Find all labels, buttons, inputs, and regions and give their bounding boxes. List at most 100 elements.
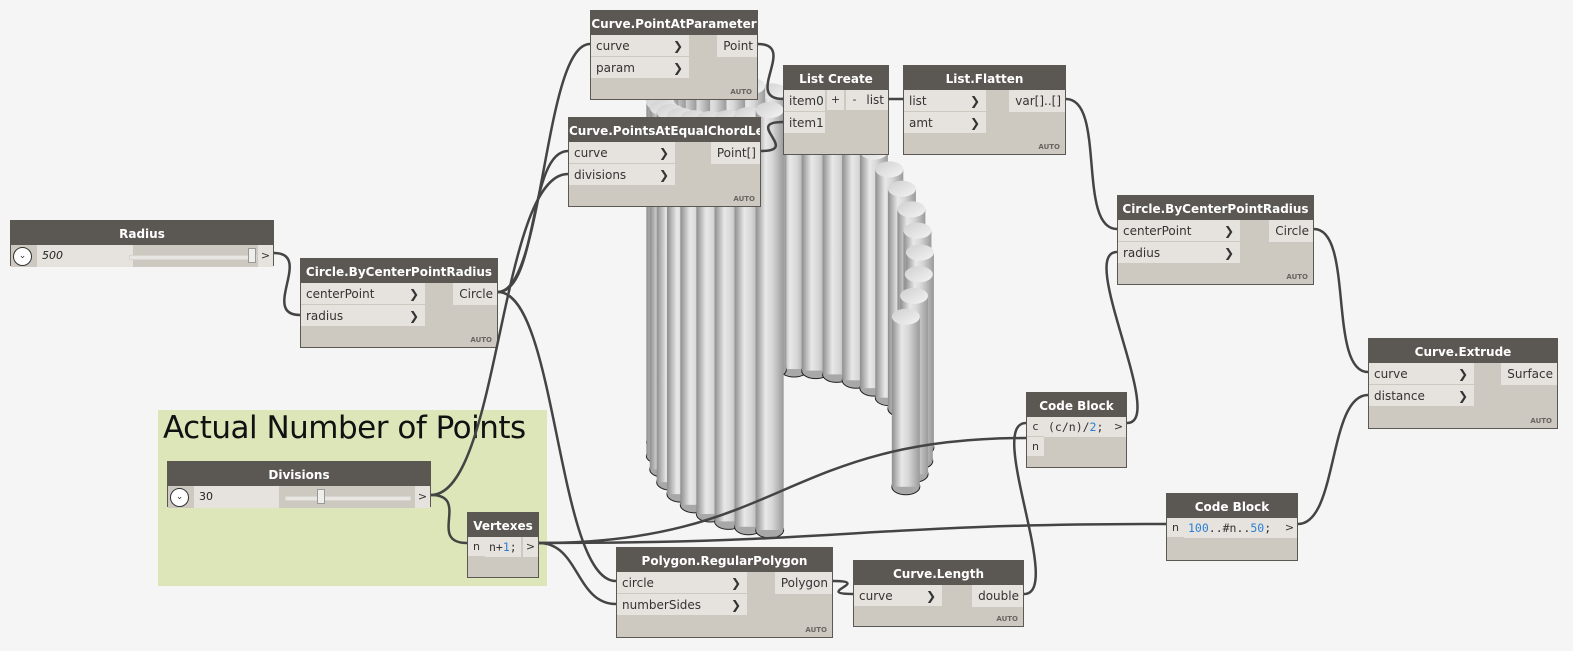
port-label: curve	[596, 39, 630, 53]
lacing-label: AUTO	[1286, 273, 1308, 281]
list-create-node[interactable]: List Create item0 item1 + - list	[783, 65, 889, 155]
slider-value[interactable]: 500	[37, 245, 133, 267]
node-title: Polygon.RegularPolygon	[617, 548, 832, 572]
code-block-radius-node[interactable]: Code Block c n (c/n)/2; >	[1026, 392, 1127, 468]
port-label: radius	[1123, 246, 1161, 260]
slider-track[interactable]	[285, 496, 411, 501]
node-title: Divisions	[168, 462, 430, 486]
chevron-down-icon[interactable]: ⌄	[170, 488, 189, 507]
code-number: 2	[1089, 420, 1097, 434]
port-label: divisions	[574, 168, 627, 182]
chevron-right-icon: ❯	[730, 576, 741, 590]
list-flatten-node[interactable]: List.Flatten list❯ amt❯ var[]..[] AUTO	[903, 65, 1066, 155]
output-port-surface[interactable]: Surface	[1501, 363, 1557, 385]
input-port-circle[interactable]: circle❯	[617, 572, 747, 594]
add-input-button[interactable]: +	[827, 90, 844, 110]
input-port-param[interactable]: param❯	[591, 57, 689, 79]
output-port[interactable]: >	[415, 486, 430, 508]
lacing-label: AUTO	[470, 336, 492, 344]
output-port-points[interactable]: Point[]	[710, 142, 760, 164]
code-token: ;	[509, 540, 517, 554]
chevron-right-icon: ❯	[658, 146, 669, 160]
output-port-var[interactable]: var[]..[]	[1009, 90, 1065, 112]
curve-length-node[interactable]: Curve.Length curve ❯ double AUTO	[853, 560, 1024, 627]
code-editor[interactable]: (c/n)/2;	[1044, 417, 1111, 437]
slider-thumb[interactable]	[317, 489, 325, 504]
curve-points-at-equal-chord-length-node[interactable]: Curve.PointsAtEqualChordLength curve❯ di…	[568, 117, 761, 207]
chevron-right-icon: ❯	[672, 39, 683, 53]
output-port[interactable]: >	[523, 537, 538, 557]
port-label: centerPoint	[1123, 224, 1192, 238]
output-port-list[interactable]: list	[860, 90, 888, 110]
input-port-radius[interactable]: radius❯	[301, 305, 425, 327]
slider-track[interactable]	[129, 255, 257, 260]
input-port-amt[interactable]: amt❯	[904, 112, 986, 134]
output-port-circle[interactable]: Circle	[453, 283, 497, 305]
output-port-double[interactable]: double	[972, 585, 1023, 607]
output-port[interactable]: >	[258, 245, 273, 267]
code-token: (c/n)/	[1048, 420, 1090, 434]
chevron-right-icon: ❯	[969, 94, 980, 108]
input-port-item1[interactable]: item1	[784, 112, 825, 134]
radius-slider-node[interactable]: Radius ⌄ 500 >	[10, 220, 274, 267]
circle-by-center-point-radius-node-2[interactable]: Circle.ByCenterPointRadius centerPoint❯ …	[1117, 195, 1314, 285]
node-title: List Create	[784, 66, 888, 90]
code-editor[interactable]: 100..#n..50;	[1184, 518, 1283, 538]
node-title: Radius	[11, 221, 273, 245]
lacing-label: AUTO	[805, 626, 827, 634]
lacing-label: AUTO	[996, 615, 1018, 623]
chevron-right-icon: ❯	[925, 589, 936, 603]
code-token: ;	[1264, 521, 1272, 535]
output-port-circle[interactable]: Circle	[1269, 220, 1313, 242]
input-port-n[interactable]: n	[1027, 437, 1044, 457]
output-port-polygon[interactable]: Polygon	[774, 572, 832, 594]
chevron-down-icon[interactable]: ⌄	[13, 247, 32, 266]
code-token: n+	[489, 540, 503, 554]
lacing-label: AUTO	[1038, 143, 1060, 151]
input-port-n[interactable]: n	[468, 537, 485, 557]
input-port-list[interactable]: list ❯	[904, 90, 986, 112]
input-port-numbersides[interactable]: numberSides❯	[617, 594, 747, 616]
input-port-n[interactable]: n	[1167, 518, 1184, 538]
input-port-divisions[interactable]: divisions ❯	[569, 164, 675, 186]
slider-value[interactable]: 30	[194, 486, 279, 508]
circle-by-center-point-radius-node[interactable]: Circle.ByCenterPointRadius centerPoint❯ …	[300, 258, 498, 348]
code-number: 100	[1188, 521, 1209, 535]
curve-point-at-parameter-node[interactable]: Curve.PointAtParameter curve❯ param❯ Poi…	[590, 10, 758, 100]
output-port-point[interactable]: Point	[717, 35, 757, 57]
input-port-centerpoint[interactable]: centerPoint❯	[1118, 220, 1240, 242]
polygon-regular-polygon-node[interactable]: Polygon.RegularPolygon circle❯ numberSid…	[616, 547, 833, 638]
divisions-slider-node[interactable]: Divisions ⌄ 30 >	[167, 461, 431, 508]
port-label: curve	[1374, 367, 1408, 381]
vertexes-code-block-node[interactable]: Vertexes n n+1; >	[467, 512, 539, 578]
port-label: radius	[306, 309, 344, 323]
input-port-item0[interactable]: item0	[784, 90, 825, 112]
input-port-c[interactable]: c	[1027, 417, 1044, 437]
chevron-right-icon: ❯	[1223, 246, 1234, 260]
slider-thumb[interactable]	[248, 248, 256, 263]
input-port-curve[interactable]: curve❯	[1369, 363, 1474, 385]
code-editor[interactable]: n+1;	[485, 537, 521, 557]
cylinder	[891, 308, 921, 496]
input-port-curve[interactable]: curve ❯	[854, 585, 942, 607]
output-port[interactable]: >	[1282, 518, 1297, 538]
input-port-radius[interactable]: radius ❯	[1118, 242, 1240, 264]
code-block-distance-node[interactable]: Code Block n 100..#n..50; >	[1166, 493, 1298, 561]
port-label: list	[909, 94, 927, 108]
port-label: numberSides	[622, 598, 702, 612]
input-port-centerpoint[interactable]: centerPoint❯	[301, 283, 425, 305]
remove-input-button[interactable]: -	[846, 90, 863, 110]
output-port[interactable]: >	[1111, 417, 1126, 437]
lacing-label: AUTO	[1530, 417, 1552, 425]
code-token: ..#n..	[1208, 521, 1251, 535]
chevron-right-icon: ❯	[658, 168, 669, 182]
node-title: Curve.Length	[854, 561, 1023, 585]
input-port-distance[interactable]: distance❯	[1369, 385, 1474, 407]
curve-extrude-node[interactable]: Curve.Extrude curve❯ distance❯ Surface A…	[1368, 338, 1558, 429]
port-label: curve	[859, 589, 893, 603]
node-title: Code Block	[1167, 494, 1297, 518]
port-label: distance	[1374, 389, 1425, 403]
input-port-curve[interactable]: curve ❯	[591, 35, 689, 57]
input-port-curve[interactable]: curve❯	[569, 142, 675, 164]
port-label: item0	[789, 94, 824, 108]
